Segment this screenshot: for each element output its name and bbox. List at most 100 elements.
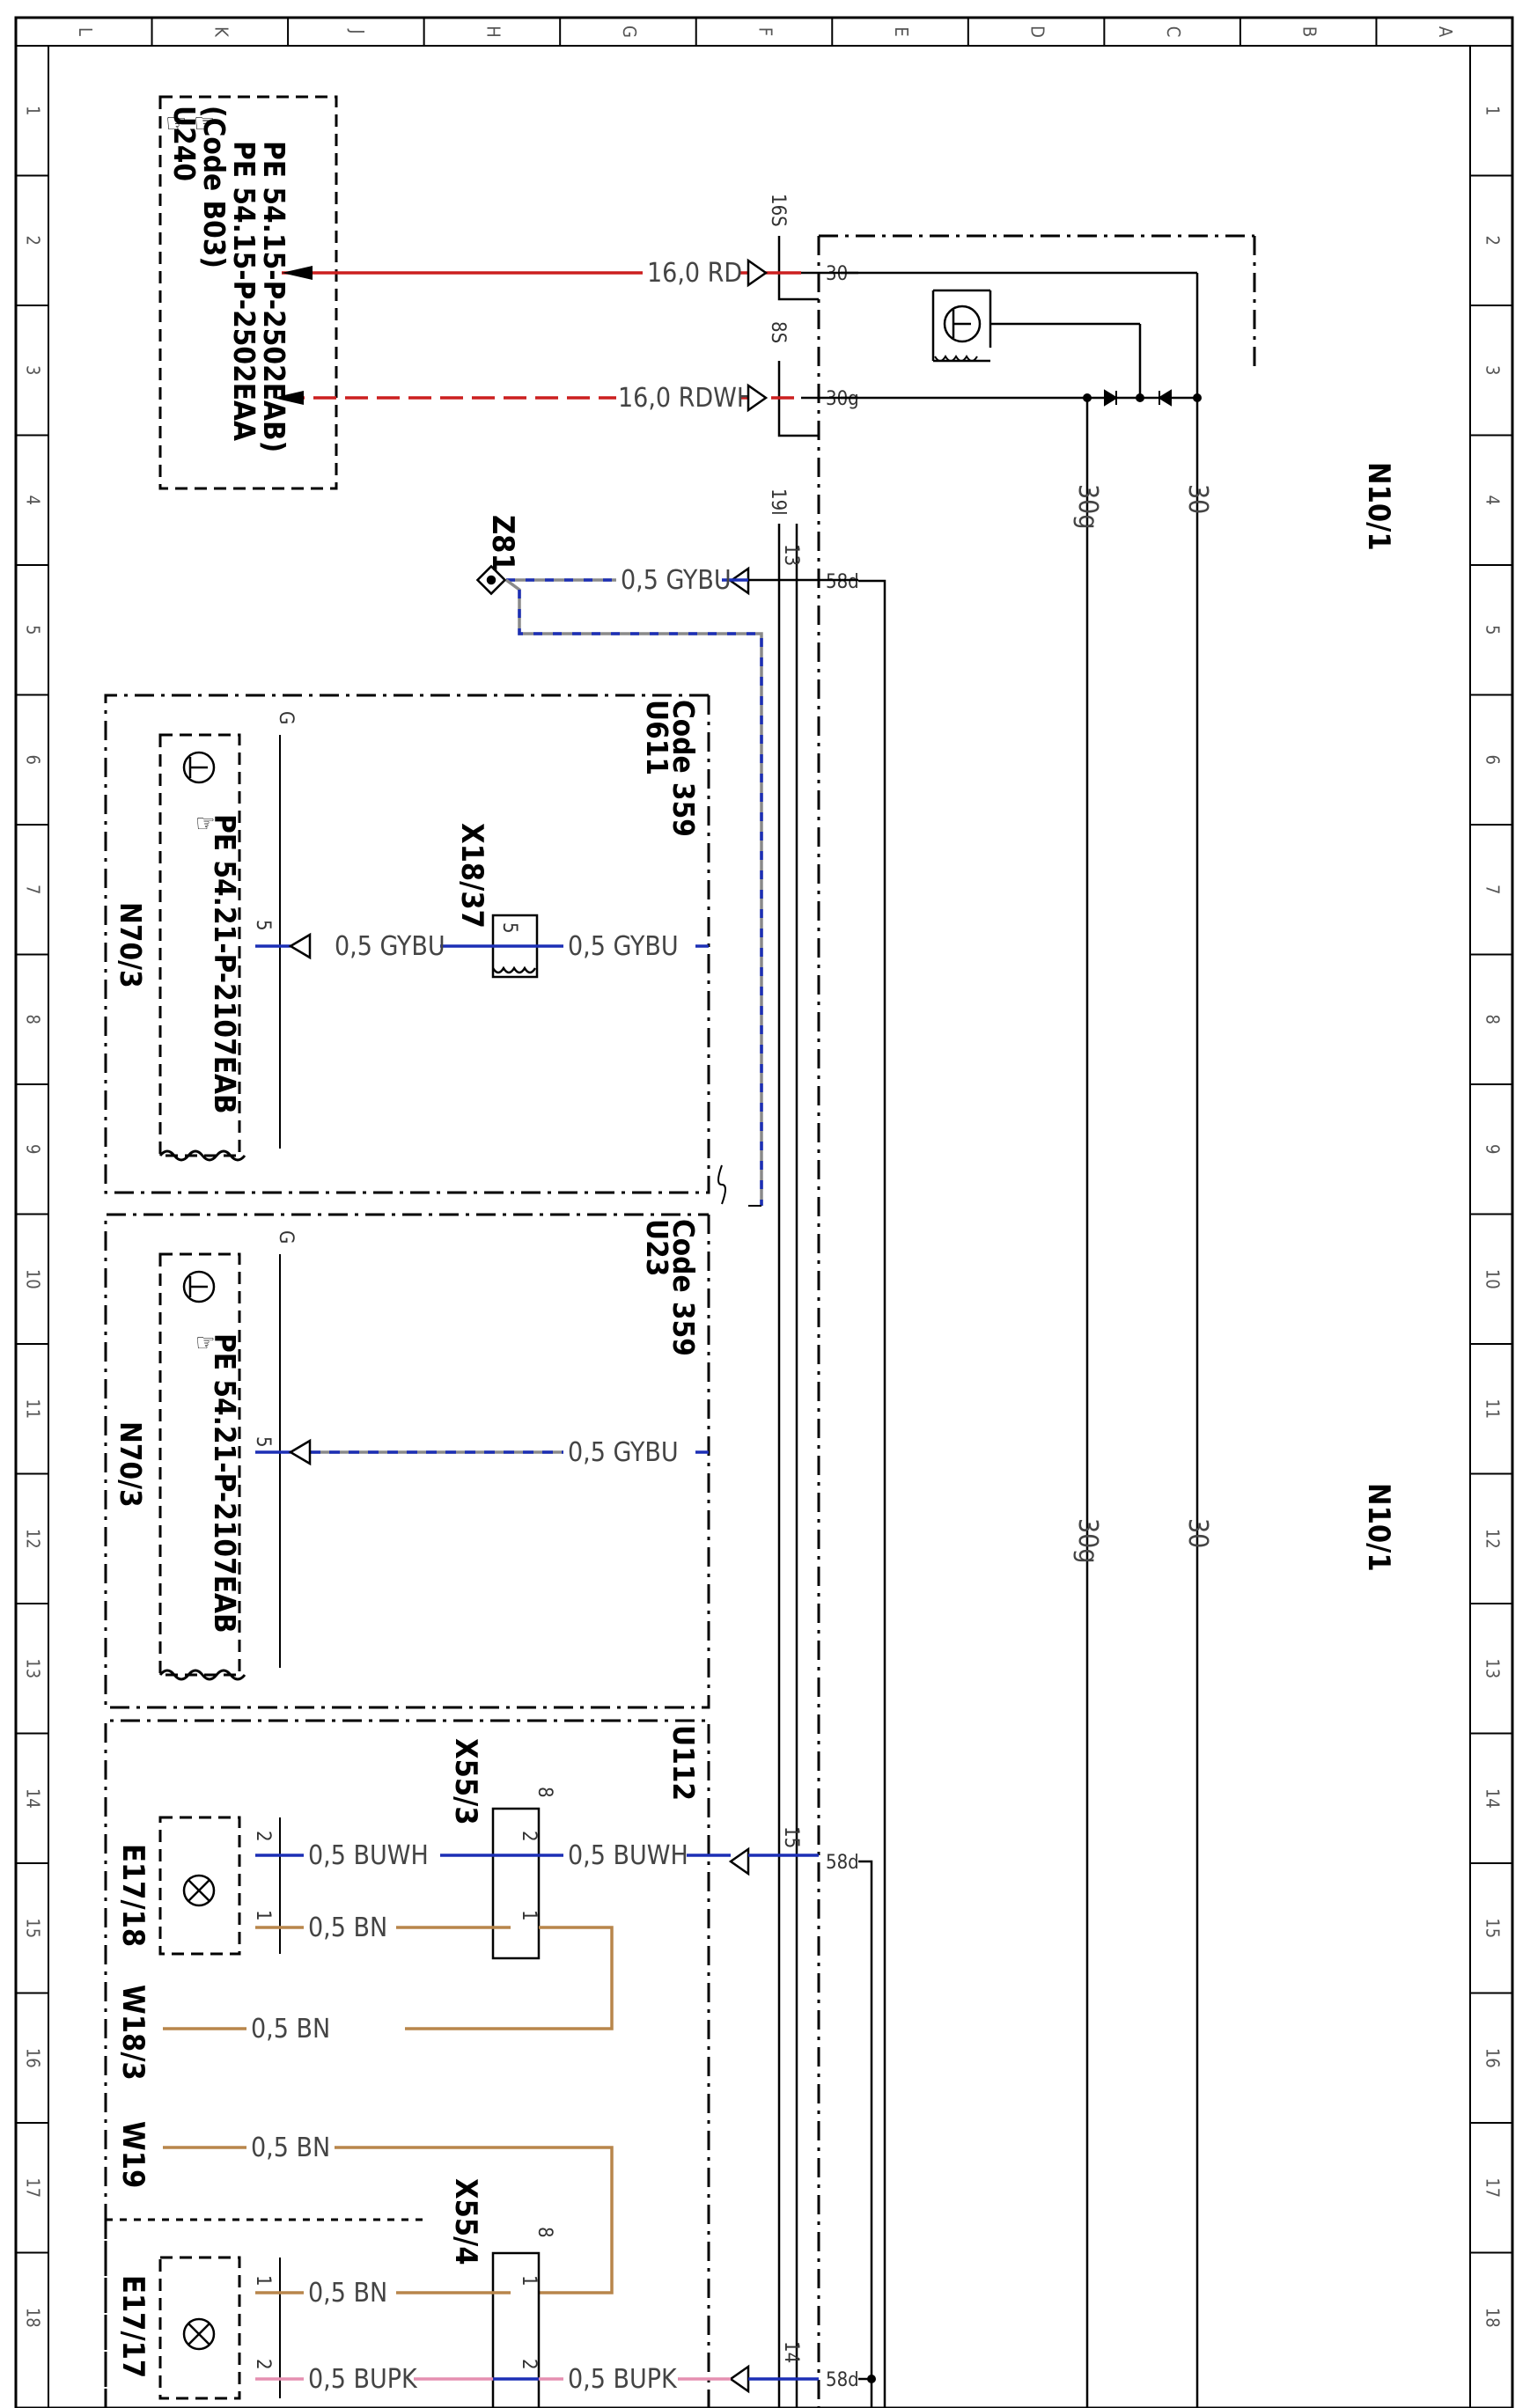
- label-30-b: 30: [1182, 1518, 1213, 1548]
- x18-37-label: X18/37: [454, 823, 489, 929]
- grid-row-label: 4: [1482, 496, 1504, 505]
- n70-3-b-ref: PE 54.21-P-2107EAB: [208, 1333, 242, 1633]
- ground-wavy-icon: [934, 355, 978, 362]
- lines-58d: [858, 579, 886, 2408]
- wire-gybu-b-label: 0,5 GYBU: [568, 1437, 679, 1468]
- label-30-a: 30: [1182, 484, 1213, 514]
- u23-code: Code 359: [666, 1219, 701, 1356]
- grid-row-label: 17: [23, 2177, 44, 2198]
- connector-blocks: [777, 236, 819, 2408]
- wire-gybu-top: [504, 578, 858, 1207]
- label-30g-b: 30g: [1072, 1518, 1103, 1563]
- grid-row-label: 18: [1482, 2308, 1504, 2328]
- ground-wavy-icon: [158, 1669, 246, 1681]
- term-58d-a: 58d: [826, 571, 859, 593]
- x55-4-connector: [491, 2251, 541, 2408]
- wire-rd-label: 16,0 RD: [647, 258, 742, 289]
- wire-bn-e1718: [163, 1926, 614, 2030]
- grid-col-label: C: [1163, 26, 1184, 38]
- n70-3-a-label: N70/3: [114, 902, 148, 988]
- grid-row-label: 16: [1482, 2048, 1504, 2068]
- n10-1-label-top: N10/1: [1361, 462, 1396, 551]
- e17-18-pin1: 1: [252, 1910, 274, 1921]
- grid-row-label: 17: [1482, 2177, 1504, 2198]
- x55-4-pins: 8: [533, 2227, 555, 2238]
- grid-row-label: 7: [1482, 885, 1504, 894]
- x55-3-pins: 8: [533, 1787, 555, 1798]
- grid-col-label: F: [755, 27, 776, 36]
- transistor-icon: [182, 751, 216, 784]
- grid-row-label: 3: [23, 365, 44, 375]
- w19-label: W19: [115, 2121, 151, 2188]
- e17-17-label: E17/17: [115, 2275, 151, 2378]
- u240-ref2: PE 54.15-P-2502EAB): [257, 141, 291, 452]
- term-58d-b: 58d: [826, 1852, 859, 1874]
- z81-label: Z81: [485, 515, 520, 572]
- wire-rdwh-label: 16,0 RDWH: [618, 383, 754, 414]
- pin-5-a: 5: [252, 920, 274, 931]
- grid-row-label: 13: [23, 1658, 44, 1678]
- e17-17-pin2: 2: [252, 2359, 274, 2370]
- grid-col-label: G: [619, 26, 640, 38]
- grid-col-label: E: [891, 26, 912, 36]
- hand-pointer-icon: ☞: [194, 108, 215, 139]
- wire-bupk-left-label: 0,5 BUPK: [308, 2364, 418, 2395]
- grid-row-label: 3: [1482, 365, 1504, 375]
- term-58d-c: 58d: [826, 2369, 859, 2391]
- wire-bn-e1717-label: 0,5 BN: [308, 2278, 387, 2309]
- grid-col-label: A: [1435, 26, 1456, 38]
- wire-gybu-a-right-label: 0,5 GYBU: [568, 931, 679, 962]
- diode-icon: [1104, 389, 1172, 407]
- junction-dot: [867, 2375, 876, 2383]
- grid-row-label: 11: [23, 1399, 44, 1419]
- frame: [14, 16, 1514, 2408]
- x55-4-label: X55/4: [448, 2178, 483, 2265]
- grid-row-label: 7: [23, 885, 44, 894]
- hand-pointer-icon: ☞: [195, 809, 216, 838]
- grid-row-label: 12: [23, 1529, 44, 1549]
- grid-row-label: 18: [23, 2308, 44, 2328]
- pin-15: 15: [780, 1826, 802, 1848]
- transistor-icon: [943, 305, 982, 343]
- wire-buwh-left-label: 0,5 BUWH: [308, 1840, 429, 1871]
- u611-code: Code 359: [666, 700, 701, 837]
- grid-col-label: H: [482, 26, 504, 38]
- grid-row-label: 8: [23, 1015, 44, 1024]
- label-30g-a: 30g: [1072, 484, 1103, 529]
- grid-col-label: B: [1299, 26, 1320, 37]
- grid-col-label: D: [1027, 26, 1048, 38]
- w18-3-label: W18/3: [115, 1985, 151, 2081]
- e17-17-pin1: 1: [252, 2275, 274, 2287]
- grid-row-label: 1: [1482, 106, 1504, 115]
- u240-ref1: PE 54.15-P-2502EAA: [227, 141, 261, 441]
- x55-3-pin1: 1: [518, 1910, 540, 1921]
- grid-row-label: 5: [1482, 625, 1504, 635]
- grid-row-label: 14: [1482, 1788, 1504, 1809]
- wire-bn-w19-label: 0,5 BN: [251, 2133, 330, 2163]
- grid-row-label: 16: [23, 2048, 44, 2068]
- grid-row-label: 8: [1482, 1015, 1504, 1024]
- grid-row-label: 9: [23, 1144, 44, 1154]
- lamp-icon: [182, 1874, 216, 1907]
- wire-rd: [282, 266, 858, 280]
- ground-wavy-icon: [158, 1149, 246, 1162]
- grid-row-label: 6: [1482, 755, 1504, 765]
- grid-row-label: 14: [23, 1788, 44, 1809]
- conn-8s: 8S: [767, 321, 789, 343]
- n10-1-label-bottom: N10/1: [1361, 1483, 1396, 1572]
- brace-icon: [717, 1164, 726, 1205]
- u611-box: [104, 694, 710, 1194]
- term-30: 30: [826, 263, 848, 285]
- grid-row-label: 4: [23, 496, 44, 505]
- u112-label: U112: [666, 1725, 701, 1801]
- grid-row-label: 2: [1482, 236, 1504, 246]
- hand-pointer-icon: ☞: [166, 108, 187, 139]
- grid-row-label: 11: [1482, 1399, 1504, 1419]
- u23-label: U23: [640, 1219, 674, 1276]
- z81-connector-icon: [475, 564, 507, 596]
- pin-14: 14: [780, 2341, 802, 2363]
- lamp-icon: [182, 2317, 216, 2351]
- x55-4-pin2: 2: [518, 2359, 540, 2370]
